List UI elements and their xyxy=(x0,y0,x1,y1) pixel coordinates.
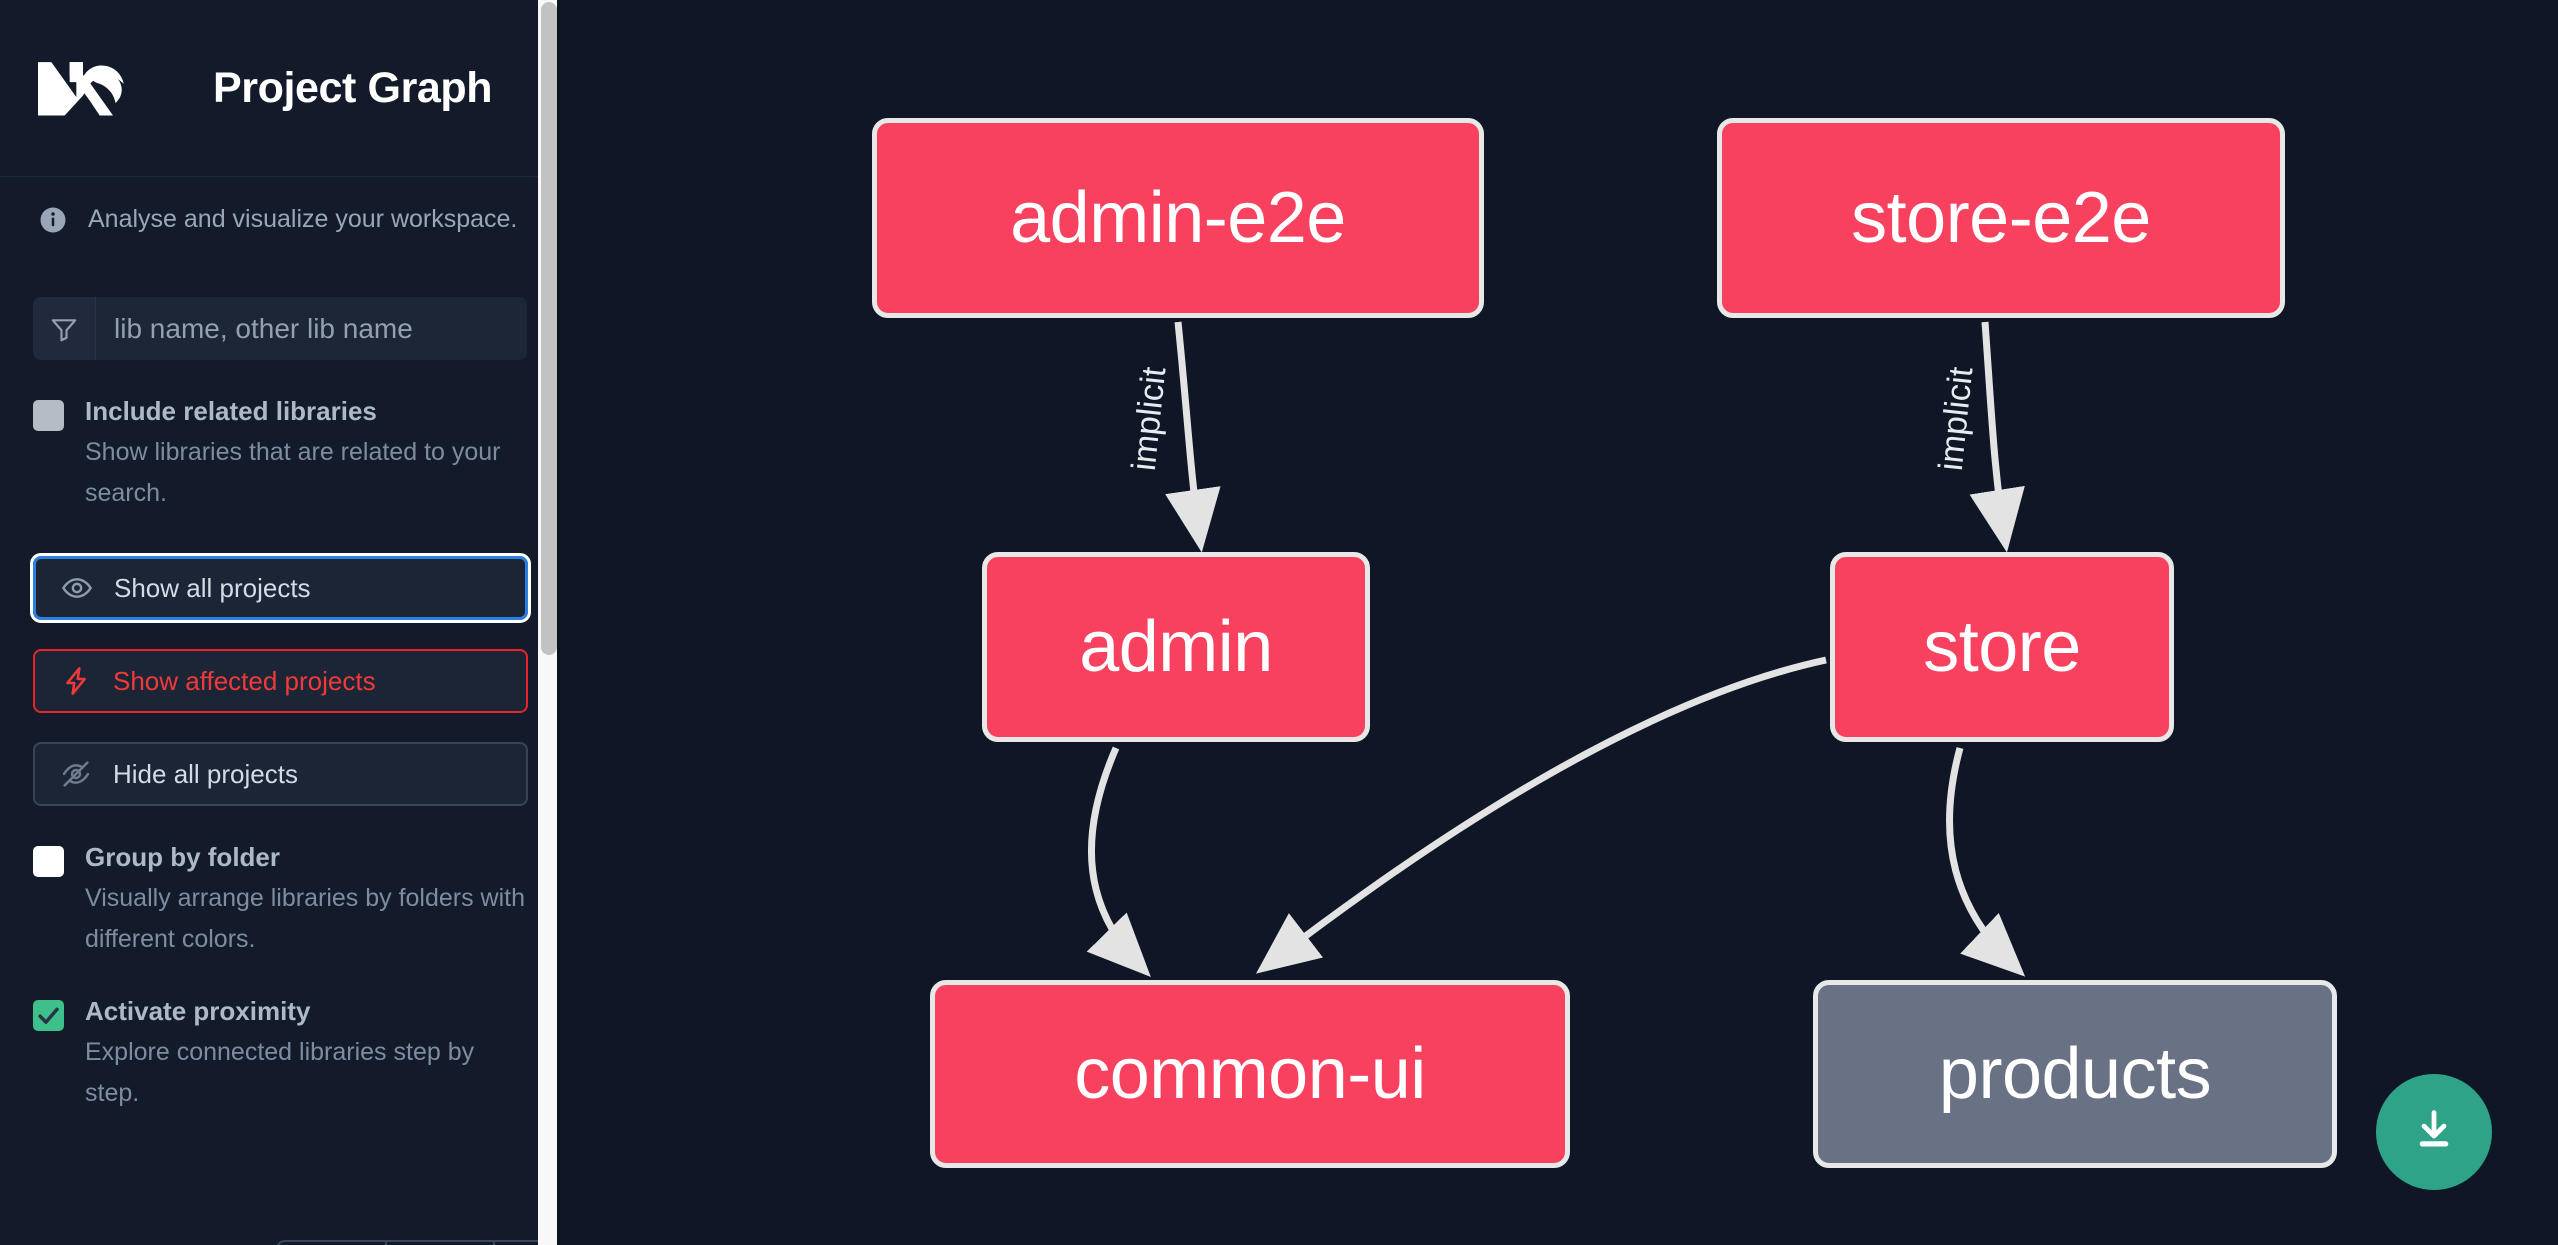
option-label: Include related libraries xyxy=(85,396,377,426)
checkbox-group-by-folder[interactable] xyxy=(33,846,64,877)
show-affected-projects-label: Show affected projects xyxy=(113,665,376,696)
graph-node-admin[interactable]: admin xyxy=(982,552,1370,742)
download-icon xyxy=(2408,1104,2460,1161)
filter-field[interactable] xyxy=(33,297,527,360)
edge-store-to-common-ui xyxy=(1256,656,1827,974)
proximity-stepper-group[interactable] xyxy=(276,1240,560,1245)
graph-node-admin-e2e[interactable]: admin-e2e xyxy=(872,118,1484,318)
sidebar-body: Analyse and visualize your workspace. In… xyxy=(0,177,560,1114)
sidebar: Project Graph Analyse and visualize your… xyxy=(0,0,560,1245)
sidebar-scrollbar-thumb[interactable] xyxy=(541,2,557,655)
hide-all-projects-button[interactable]: Hide all projects xyxy=(33,742,528,806)
graph-node-products[interactable]: products xyxy=(1813,980,2337,1168)
graph-edges-layer: implicit implicit xyxy=(1086,321,2026,977)
show-all-projects-label: Show all projects xyxy=(114,572,311,603)
checkbox-include-related-libraries[interactable] xyxy=(33,400,64,431)
proximity-step-value[interactable] xyxy=(387,1242,496,1245)
option-description: Show libraries that are related to your … xyxy=(85,438,501,507)
option-label: Activate proximity xyxy=(85,996,311,1026)
graph-node-store-e2e[interactable]: store-e2e xyxy=(1717,118,2285,318)
lightning-bolt-icon xyxy=(59,664,93,698)
sidebar-divider xyxy=(557,0,560,1245)
node-label: admin xyxy=(1079,607,1273,687)
search-input[interactable] xyxy=(96,297,527,360)
show-affected-projects-button[interactable]: Show affected projects xyxy=(33,649,528,713)
proximity-step-decrease[interactable] xyxy=(278,1242,387,1245)
node-label: admin-e2e xyxy=(1010,178,1346,258)
graph-node-store[interactable]: store xyxy=(1830,552,2174,742)
nx-logo-icon xyxy=(33,57,133,119)
edge-label-implicit: implicit xyxy=(1932,365,1981,473)
node-label: store-e2e xyxy=(1851,178,2151,258)
eye-icon xyxy=(60,571,94,605)
edge-store-e2e-to-store xyxy=(1969,321,2025,553)
option-include-related-libraries[interactable]: Include related libraries Show libraries… xyxy=(33,394,527,514)
graph-canvas[interactable]: implicit implicit admin-e2e store-e2e ad… xyxy=(560,0,2558,1245)
edge-admin-to-common-ui xyxy=(1086,746,1151,977)
node-label: common-ui xyxy=(1074,1034,1426,1114)
edge-admin-e2e-to-admin xyxy=(1165,321,1221,553)
graph-node-common-ui[interactable]: common-ui xyxy=(930,980,1570,1168)
show-all-projects-button[interactable]: Show all projects xyxy=(30,553,531,623)
option-group-by-folder[interactable]: Group by folder Visually arrange librari… xyxy=(33,840,527,960)
edge-store-to-products xyxy=(1946,747,2026,977)
sidebar-header: Project Graph xyxy=(0,0,560,177)
option-activate-proximity[interactable]: Activate proximity Explore connected lib… xyxy=(33,994,527,1114)
hide-all-projects-label: Hide all projects xyxy=(113,758,298,789)
funnel-icon xyxy=(33,297,96,360)
option-description: Explore connected libraries step by step… xyxy=(85,1038,475,1107)
download-image-button[interactable] xyxy=(2376,1074,2492,1190)
option-label: Group by folder xyxy=(85,842,280,872)
page-title: Project Graph xyxy=(213,63,493,112)
info-circle-icon xyxy=(38,205,68,235)
action-button-group: Show all projects Show affected projects xyxy=(30,553,531,806)
workspace-info: Analyse and visualize your workspace. xyxy=(38,177,527,262)
node-label: store xyxy=(1923,607,2081,687)
eye-off-icon xyxy=(59,757,93,791)
sidebar-scrollbar[interactable] xyxy=(538,0,560,1245)
edge-label-implicit: implicit xyxy=(1125,365,1174,473)
node-label: products xyxy=(1938,1034,2212,1114)
workspace-info-text: Analyse and visualize your workspace. xyxy=(88,205,518,233)
option-description: Visually arrange libraries by folders wi… xyxy=(85,884,526,953)
checkbox-activate-proximity[interactable] xyxy=(33,1000,64,1031)
